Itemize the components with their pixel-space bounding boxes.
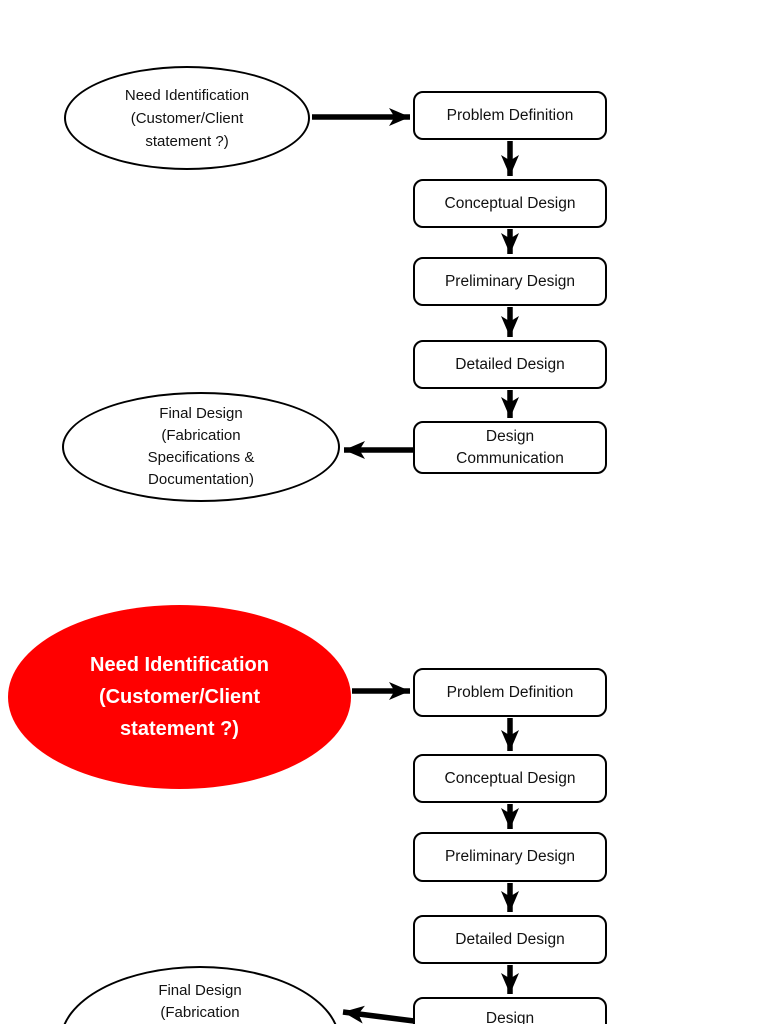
detailed-design-box: Detailed Design bbox=[413, 340, 607, 389]
arrow-communication2-to-final2 bbox=[342, 1005, 415, 1024]
conceptual-design-box-2: Conceptual Design bbox=[413, 754, 607, 803]
problem-definition-box-2: Problem Definition bbox=[413, 668, 607, 717]
preliminary-design-box: Preliminary Design bbox=[413, 257, 607, 306]
need-identification-ellipse: Need Identification (Customer/Client sta… bbox=[64, 66, 310, 170]
design-communication-box: Design Communication bbox=[413, 421, 607, 474]
problem-definition-box: Problem Definition bbox=[413, 91, 607, 140]
conceptual-design-box: Conceptual Design bbox=[413, 179, 607, 228]
preliminary-design-box-2: Preliminary Design bbox=[413, 832, 607, 882]
detailed-design-box-2: Detailed Design bbox=[413, 915, 607, 964]
design-communication-box-2: Design bbox=[413, 997, 607, 1024]
final-design-ellipse: Final Design (Fabrication Specifications… bbox=[62, 392, 340, 502]
need-identification-ellipse-highlighted: Need Identification (Customer/Client sta… bbox=[8, 605, 351, 789]
